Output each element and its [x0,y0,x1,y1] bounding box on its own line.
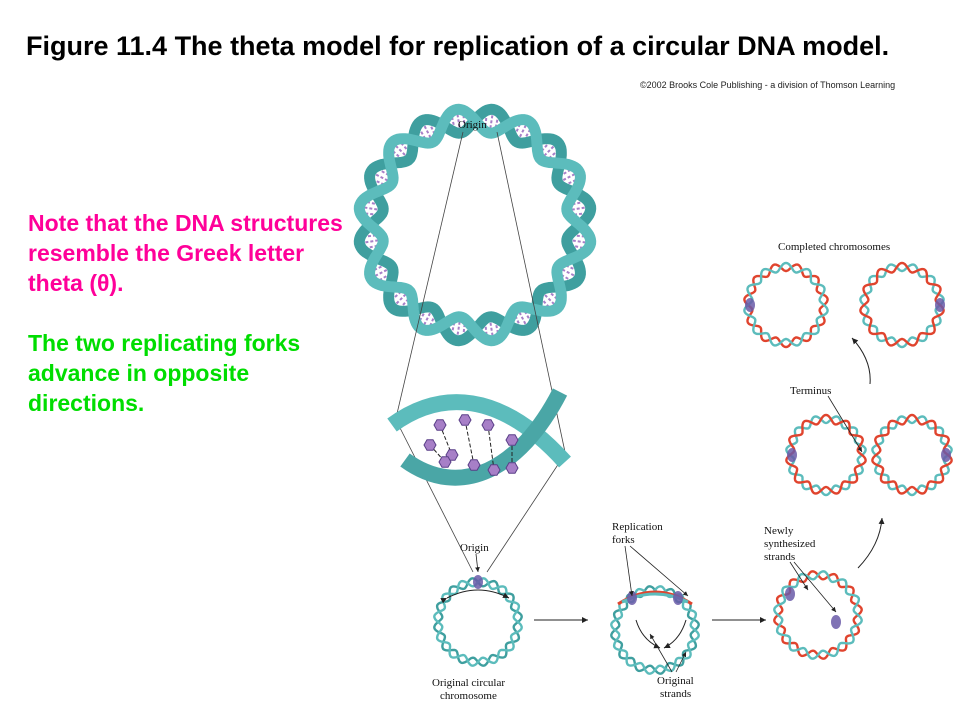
replication-forks-stage: Replication forks Original strands [610,521,700,700]
terminus-stage: Terminus [785,385,953,497]
replication-forks-label-1: Replication [612,521,663,533]
figure-title: Figure 11.4 The theta model for replicat… [26,31,890,61]
replication-fork-marker [745,298,755,312]
completed-label: Completed chromosomes [778,241,890,253]
origin-label-top: Origin [458,119,487,131]
origin-label-bottom: Origin [460,542,489,554]
replication-fork-marker [785,587,795,601]
copyright-notice: ©2002 Brooks Cole Publishing - a divisio… [640,80,896,90]
original-chromosome: Origin Original circular chromosome [432,542,523,702]
replication-fork-marker [935,298,945,312]
newly-label-2: synthesized [764,538,816,550]
replication-fork-marker [473,575,483,589]
original-chromosome-label-1: Original circular [432,677,505,689]
replication-fork-marker [787,448,797,462]
original-strands-label-2: strands [660,688,691,700]
explanatory-note: Note that the DNA structures resemble th… [28,208,348,418]
original-chromosome-label-2: chromosome [440,690,497,702]
zoom-lines [395,131,566,573]
replication-fork-marker [941,448,951,462]
step-arrow-3 [857,517,885,569]
terminus-label: Terminus [790,385,831,397]
dna-closeup [387,388,571,486]
replication-fork-marker [673,591,683,605]
large-dna-ring: Origin [353,103,597,347]
note-forks: The two replicating forks advance in opp… [28,330,301,416]
step-arrow-4 [851,337,871,385]
newly-synthesized-stage: Newly synthesized strands [764,525,863,660]
note-theta: Note that the DNA structures resemble th… [28,210,343,296]
replication-fork-marker [831,615,841,629]
replication-fork-marker [627,591,637,605]
completed-chromosomes: Completed chromosomes [743,241,945,349]
original-strands-label-1: Original [657,675,694,687]
newly-label-1: Newly [764,525,794,537]
newly-label-3: strands [764,551,795,563]
replication-forks-label-2: forks [612,534,635,546]
